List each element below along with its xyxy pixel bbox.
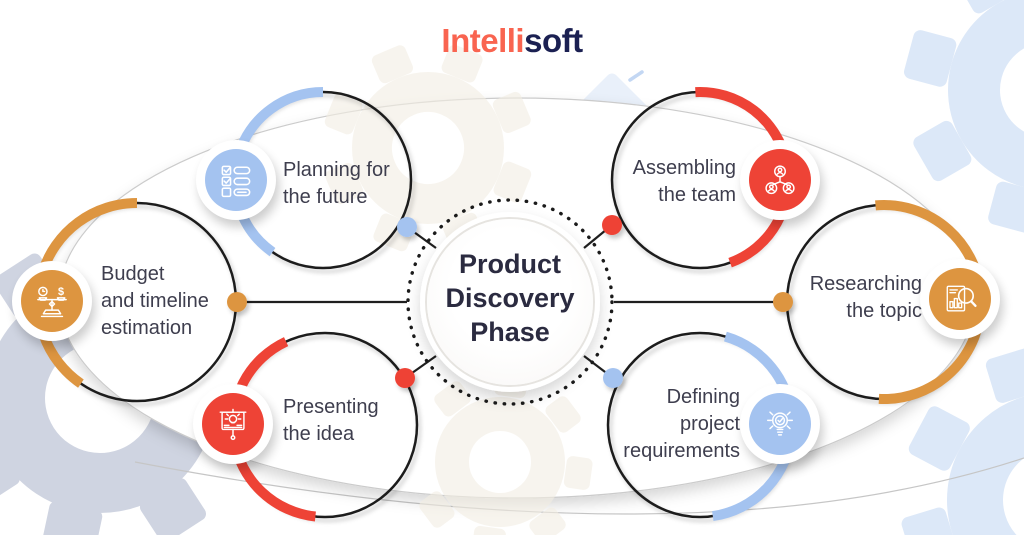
logo: Intellisoft	[0, 22, 1024, 60]
label-line: estimation	[101, 317, 193, 339]
label-line: Assembling	[632, 157, 736, 179]
gear-top-right-blue	[904, 0, 1024, 234]
label-line: Researching	[809, 273, 922, 295]
presenting-label: Presenting the idea	[283, 394, 423, 448]
gear-cream-bottom	[419, 369, 593, 535]
center-dotted-ring	[406, 198, 614, 406]
dot-presenting	[395, 368, 415, 388]
dot-budget	[227, 292, 247, 312]
researching-label: Researching the topic	[788, 271, 922, 325]
logo-text-red: Intelli	[441, 22, 525, 59]
gear-cream-top	[324, 44, 532, 252]
svg-text:$: $	[58, 286, 64, 298]
balance-scale-icon: $	[21, 270, 83, 332]
label-line: Presenting	[283, 396, 379, 418]
center-circle-inner	[427, 219, 593, 385]
center-title-line: Product	[458, 249, 561, 279]
label-line: the future	[283, 186, 368, 208]
budget-label: Budget and timeline estimation	[101, 261, 241, 342]
planning-icon-badge	[196, 140, 276, 220]
label-line: Budget	[101, 263, 165, 285]
center-title-line: Phase	[470, 317, 550, 347]
assembling-label: Assembling the team	[598, 155, 736, 209]
label-line: the idea	[283, 423, 355, 445]
budget-icon-badge: $	[12, 261, 92, 341]
label-line: and timeline	[101, 290, 209, 312]
lightbulb-check-icon	[749, 393, 811, 455]
researching-icon-badge	[920, 259, 1000, 339]
label-line: Defining	[666, 386, 740, 408]
checklist-icon	[205, 149, 267, 211]
research-magnifier-icon	[929, 268, 991, 330]
gear-bottom-right-blue	[901, 346, 1024, 535]
label-line: the topic	[846, 300, 922, 322]
dot-researching	[773, 292, 793, 312]
presenting-icon-badge	[193, 384, 273, 464]
label-line: Planning for	[283, 159, 390, 181]
presentation-board-icon	[202, 393, 264, 455]
dot-assembling	[602, 215, 622, 235]
logo-text-navy: soft	[524, 22, 583, 59]
defining-icon-badge	[740, 384, 820, 464]
center-title-line: Discovery	[445, 283, 575, 313]
defining-label: Defining project requirements	[600, 384, 740, 465]
label-line: project	[679, 413, 740, 435]
label-line: requirements	[623, 440, 740, 462]
team-network-icon	[749, 149, 811, 211]
decor-tick	[628, 70, 644, 82]
center-circle-rim	[425, 217, 595, 387]
label-line: the team	[658, 184, 736, 206]
center-title: Product Discovery Phase	[410, 247, 610, 349]
assembling-icon-badge	[740, 140, 820, 220]
planning-label: Planning for the future	[283, 157, 423, 211]
ellipse-lower-arc	[134, 457, 1024, 515]
dot-planning	[397, 217, 417, 237]
connector-dots	[227, 215, 793, 388]
dot-defining	[603, 368, 623, 388]
